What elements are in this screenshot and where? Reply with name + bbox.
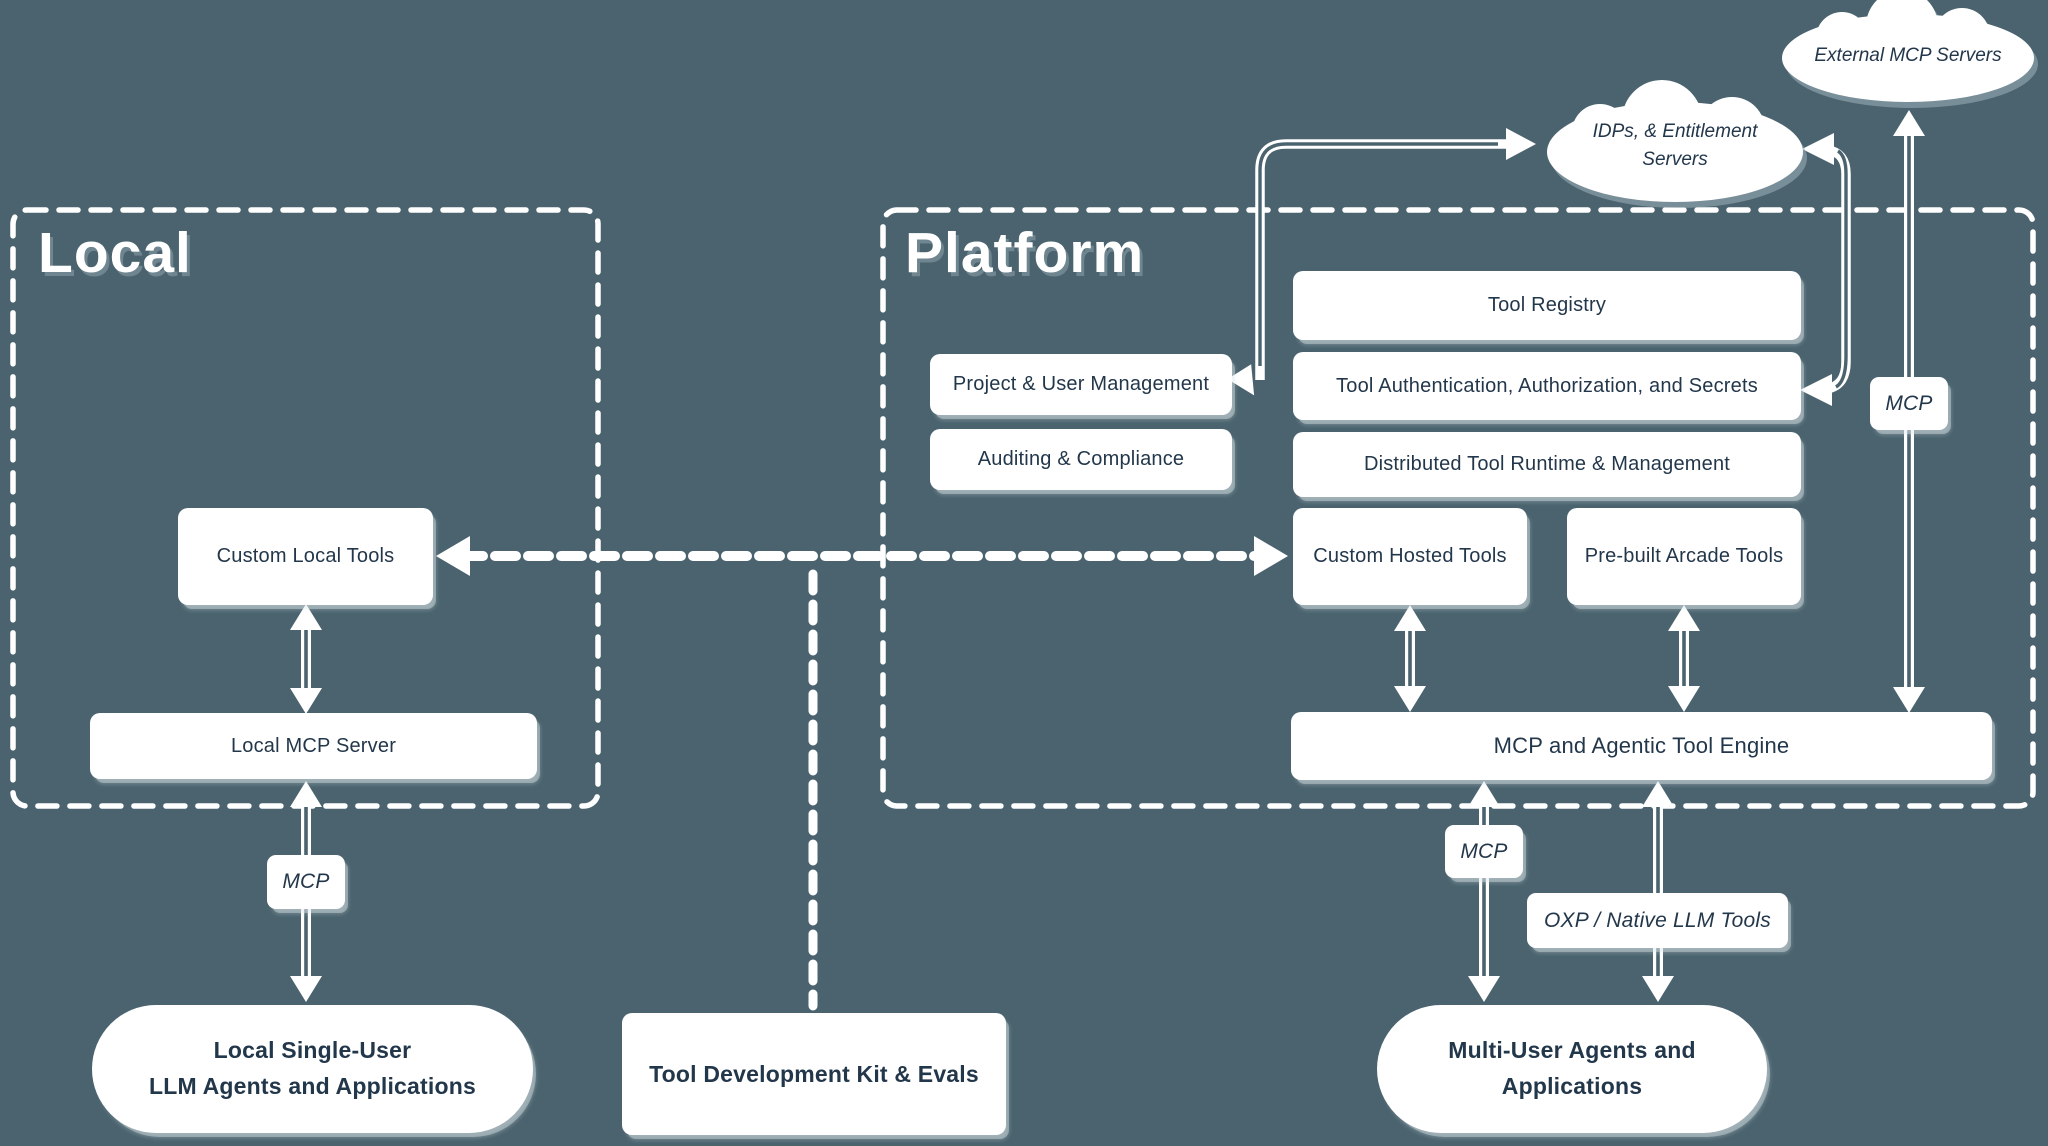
distributed-runtime-box: Distributed Tool Runtime & Management [1293,432,1801,497]
arrow-prebuilt-engine [1668,605,1700,712]
local-mcp-protocol-tag: MCP [267,855,345,909]
arrow-engine-agents-mcp [1468,781,1500,1002]
mcp-agentic-engine-box: MCP and Agentic Tool Engine [1291,712,1992,780]
idps-cloud-shape [1547,80,1807,208]
local-agents-line1: Local Single-User [213,1037,412,1064]
idps-cloud-line1: IDPs, & Entitlement [1592,121,1758,142]
arrow-hosted-engine [1394,605,1426,712]
arrow-engine-agents-oxp [1642,781,1674,1002]
custom-local-tools-box: Custom Local Tools [178,508,433,605]
tool-auth-box: Tool Authentication, Authorization, and … [1293,352,1801,420]
local-agents-line2: LLM Agents and Applications [149,1073,476,1099]
idps-cloud-line2: Servers [1642,148,1708,170]
arrowhead-into-cloud-icon [1802,133,1834,165]
idps-left-curved-arrow [1227,128,1536,396]
platform-region-title: Platform [905,221,1145,285]
oxp-protocol-tag: OXP / Native LLM Tools [1527,893,1788,948]
dashed-tools-sync-arrow [436,536,1288,576]
local-mcp-server-box: Local MCP Server [90,713,537,779]
custom-hosted-tools-box: Custom Hosted Tools [1293,508,1527,605]
external-mcp-cloud-label: External MCP Servers [1814,45,2002,66]
tool-dev-kit-box: Tool Development Kit & Evals [622,1013,1006,1135]
auditing-compliance-box: Auditing & Compliance [930,429,1232,490]
arrowhead-right-icon [1254,536,1288,576]
idps-right-curved-arrow [1800,133,1851,406]
arrow-localtools-mcpserver [290,604,322,714]
multi-user-agents-line1: Multi-User Agents and [1448,1037,1696,1064]
local-agents-pill: Local Single-User LLM Agents and Applica… [92,1005,533,1133]
multi-user-agents-line2: Applications [1501,1073,1643,1099]
prebuilt-arcade-tools-box: Pre-built Arcade Tools [1567,508,1801,605]
project-user-mgmt-box: Project & User Management [930,354,1232,415]
idps-cloud-label: IDPs, & Entitlement Servers [1565,118,1785,173]
platform-region-border [880,207,2036,809]
local-region-title: Local [38,221,192,285]
arrowhead-down-icon [1227,364,1255,396]
external-mcp-cloud-shape [1782,0,2038,108]
arrowhead-into-cloud-icon [1506,128,1536,160]
external-mcp-protocol-tag: MCP [1870,377,1948,430]
arrowhead-left-icon [436,536,470,576]
multi-user-agents-pill: Multi-User Agents and Applications [1377,1005,1767,1133]
arrowhead-into-auth-icon [1800,374,1832,406]
tool-registry-box: Tool Registry [1293,271,1801,340]
platform-mcp-protocol-tag: MCP [1445,825,1523,878]
